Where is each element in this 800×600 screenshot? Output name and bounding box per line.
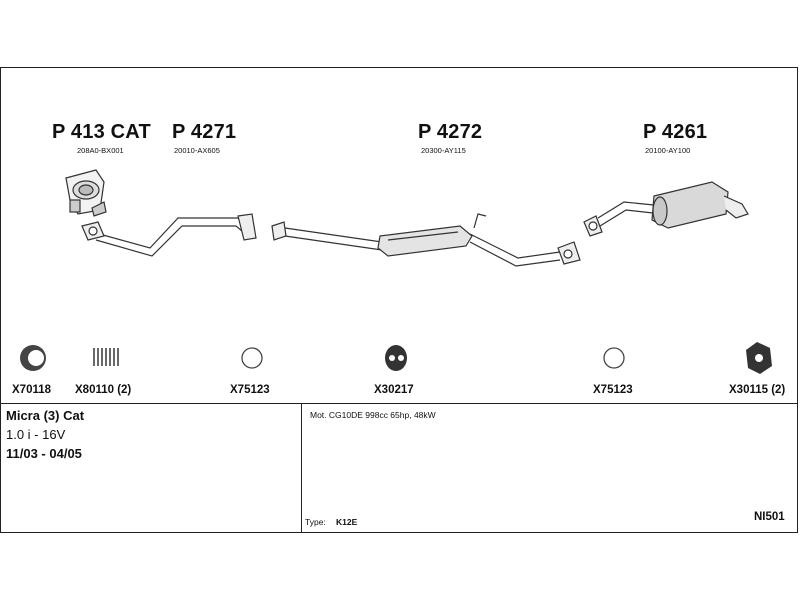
oem-number-front-pipe: 20010-AX605: [174, 146, 220, 155]
part-number-catalyst: P 413 CAT: [52, 121, 151, 143]
vehicle-model: Micra (3) Cat: [6, 408, 85, 423]
oem-number-middle-silencer: 20300-AY115: [421, 146, 466, 155]
motor-spec: Mot. CG10DE 998cc 65hp, 48kW: [310, 410, 436, 420]
front-pipe-drawing: [81, 213, 257, 257]
part-number-rear-silencer: P 4261: [643, 121, 708, 143]
oem-number-catalyst: 208A0-BX001: [77, 146, 124, 155]
table-divider: [0, 403, 798, 404]
part-number-middle-silencer: P 4272: [418, 121, 483, 143]
oem-number-rear-silencer: 20100-AY100: [645, 146, 691, 155]
accessory-code-x75123: X75123: [230, 384, 270, 396]
table-column-divider: [301, 404, 302, 532]
rubber-mount-icon: [746, 342, 772, 374]
accessory-code-x30115: X30115 (2): [729, 384, 786, 396]
catalog-code: NI501: [754, 511, 785, 523]
spring-icon: [93, 348, 119, 366]
ring-seal-icon: [20, 345, 46, 371]
diagram-frame: [0, 67, 798, 533]
type-value: K12E: [336, 517, 358, 527]
part-number-front-pipe: P 4271: [172, 121, 237, 143]
rear-silencer-drawing: [583, 181, 749, 237]
rubber-hanger-icon: [385, 345, 407, 371]
o-ring-icon: [603, 347, 625, 369]
o-ring-icon: [241, 347, 263, 369]
catalytic-converter-drawing: [65, 169, 107, 217]
type-label: Type:: [305, 517, 326, 527]
vehicle-engine: 1.0 i - 16V: [6, 427, 66, 442]
accessory-code-x75123-second: X75123: [593, 384, 633, 396]
accessory-code-x30217: X30217: [374, 384, 414, 396]
middle-silencer-drawing: [271, 213, 581, 267]
vehicle-period: 11/03 - 04/05: [6, 446, 82, 461]
accessory-code-x80110: X80110 (2): [75, 384, 132, 396]
accessory-code-x70118: X70118: [12, 384, 52, 396]
